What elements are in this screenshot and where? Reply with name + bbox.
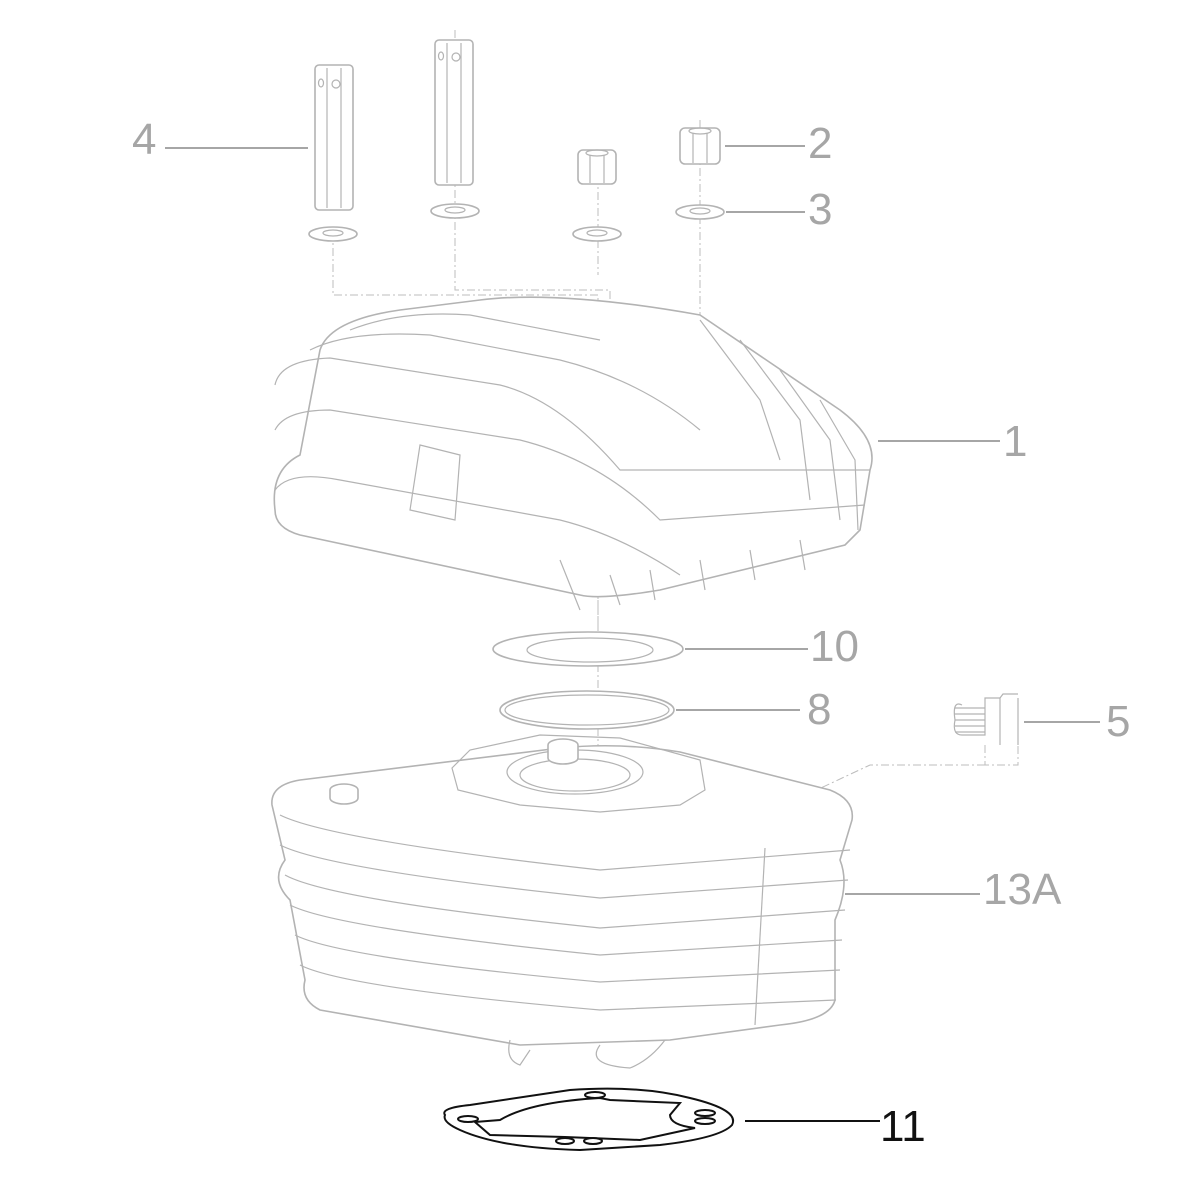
stud-bolt-left[interactable] [308,64,358,242]
callout-1[interactable]: 1 [1003,417,1028,466]
nut-left[interactable] [572,149,622,242]
callout-3[interactable]: 3 [808,185,833,234]
spring-clip[interactable] [953,693,1019,745]
cylinder-head[interactable] [273,296,873,611]
callout-10[interactable]: 10 [810,622,859,671]
callout-13A[interactable]: 13A [983,865,1062,914]
callout-8[interactable]: 8 [807,685,832,734]
callout-11[interactable]: 11 [880,1102,926,1151]
nut-right[interactable] [675,127,725,220]
base-gasket[interactable] [443,1087,735,1152]
callout-5[interactable]: 5 [1106,697,1131,746]
callout-4[interactable]: 4 [132,115,157,164]
stud-bolt-right[interactable] [430,39,480,219]
head-gasket[interactable] [492,631,684,667]
callout-2[interactable]: 2 [808,119,833,168]
cylinder[interactable] [271,734,854,1069]
leader-lines [165,145,1100,1122]
o-ring[interactable] [499,690,675,730]
